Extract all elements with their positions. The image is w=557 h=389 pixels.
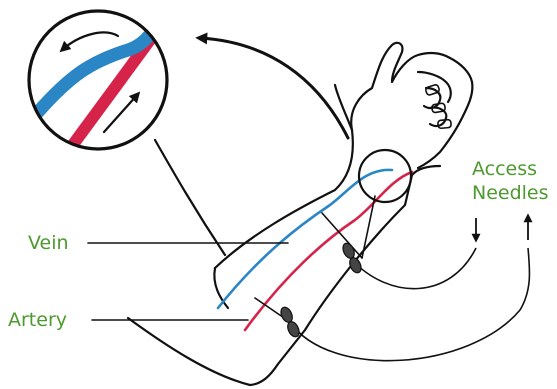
inset-magnified-view [29, 0, 172, 165]
bracket-line [362, 196, 375, 258]
flow-arrow-icon [62, 32, 118, 50]
needle-hub [341, 241, 364, 274]
access-label-line1: Access [472, 158, 537, 180]
hand-outline [351, 43, 472, 168]
needle-tubing [352, 248, 476, 289]
arm-outline [128, 85, 440, 385]
zoom-arrow [200, 38, 348, 138]
inset-connector [155, 140, 225, 255]
needle-hub [279, 305, 302, 338]
needle-tubing [290, 248, 530, 361]
access-label-line2: Needles [472, 182, 549, 204]
vein-label: Vein [28, 232, 69, 254]
artery-label: Artery [8, 309, 67, 331]
